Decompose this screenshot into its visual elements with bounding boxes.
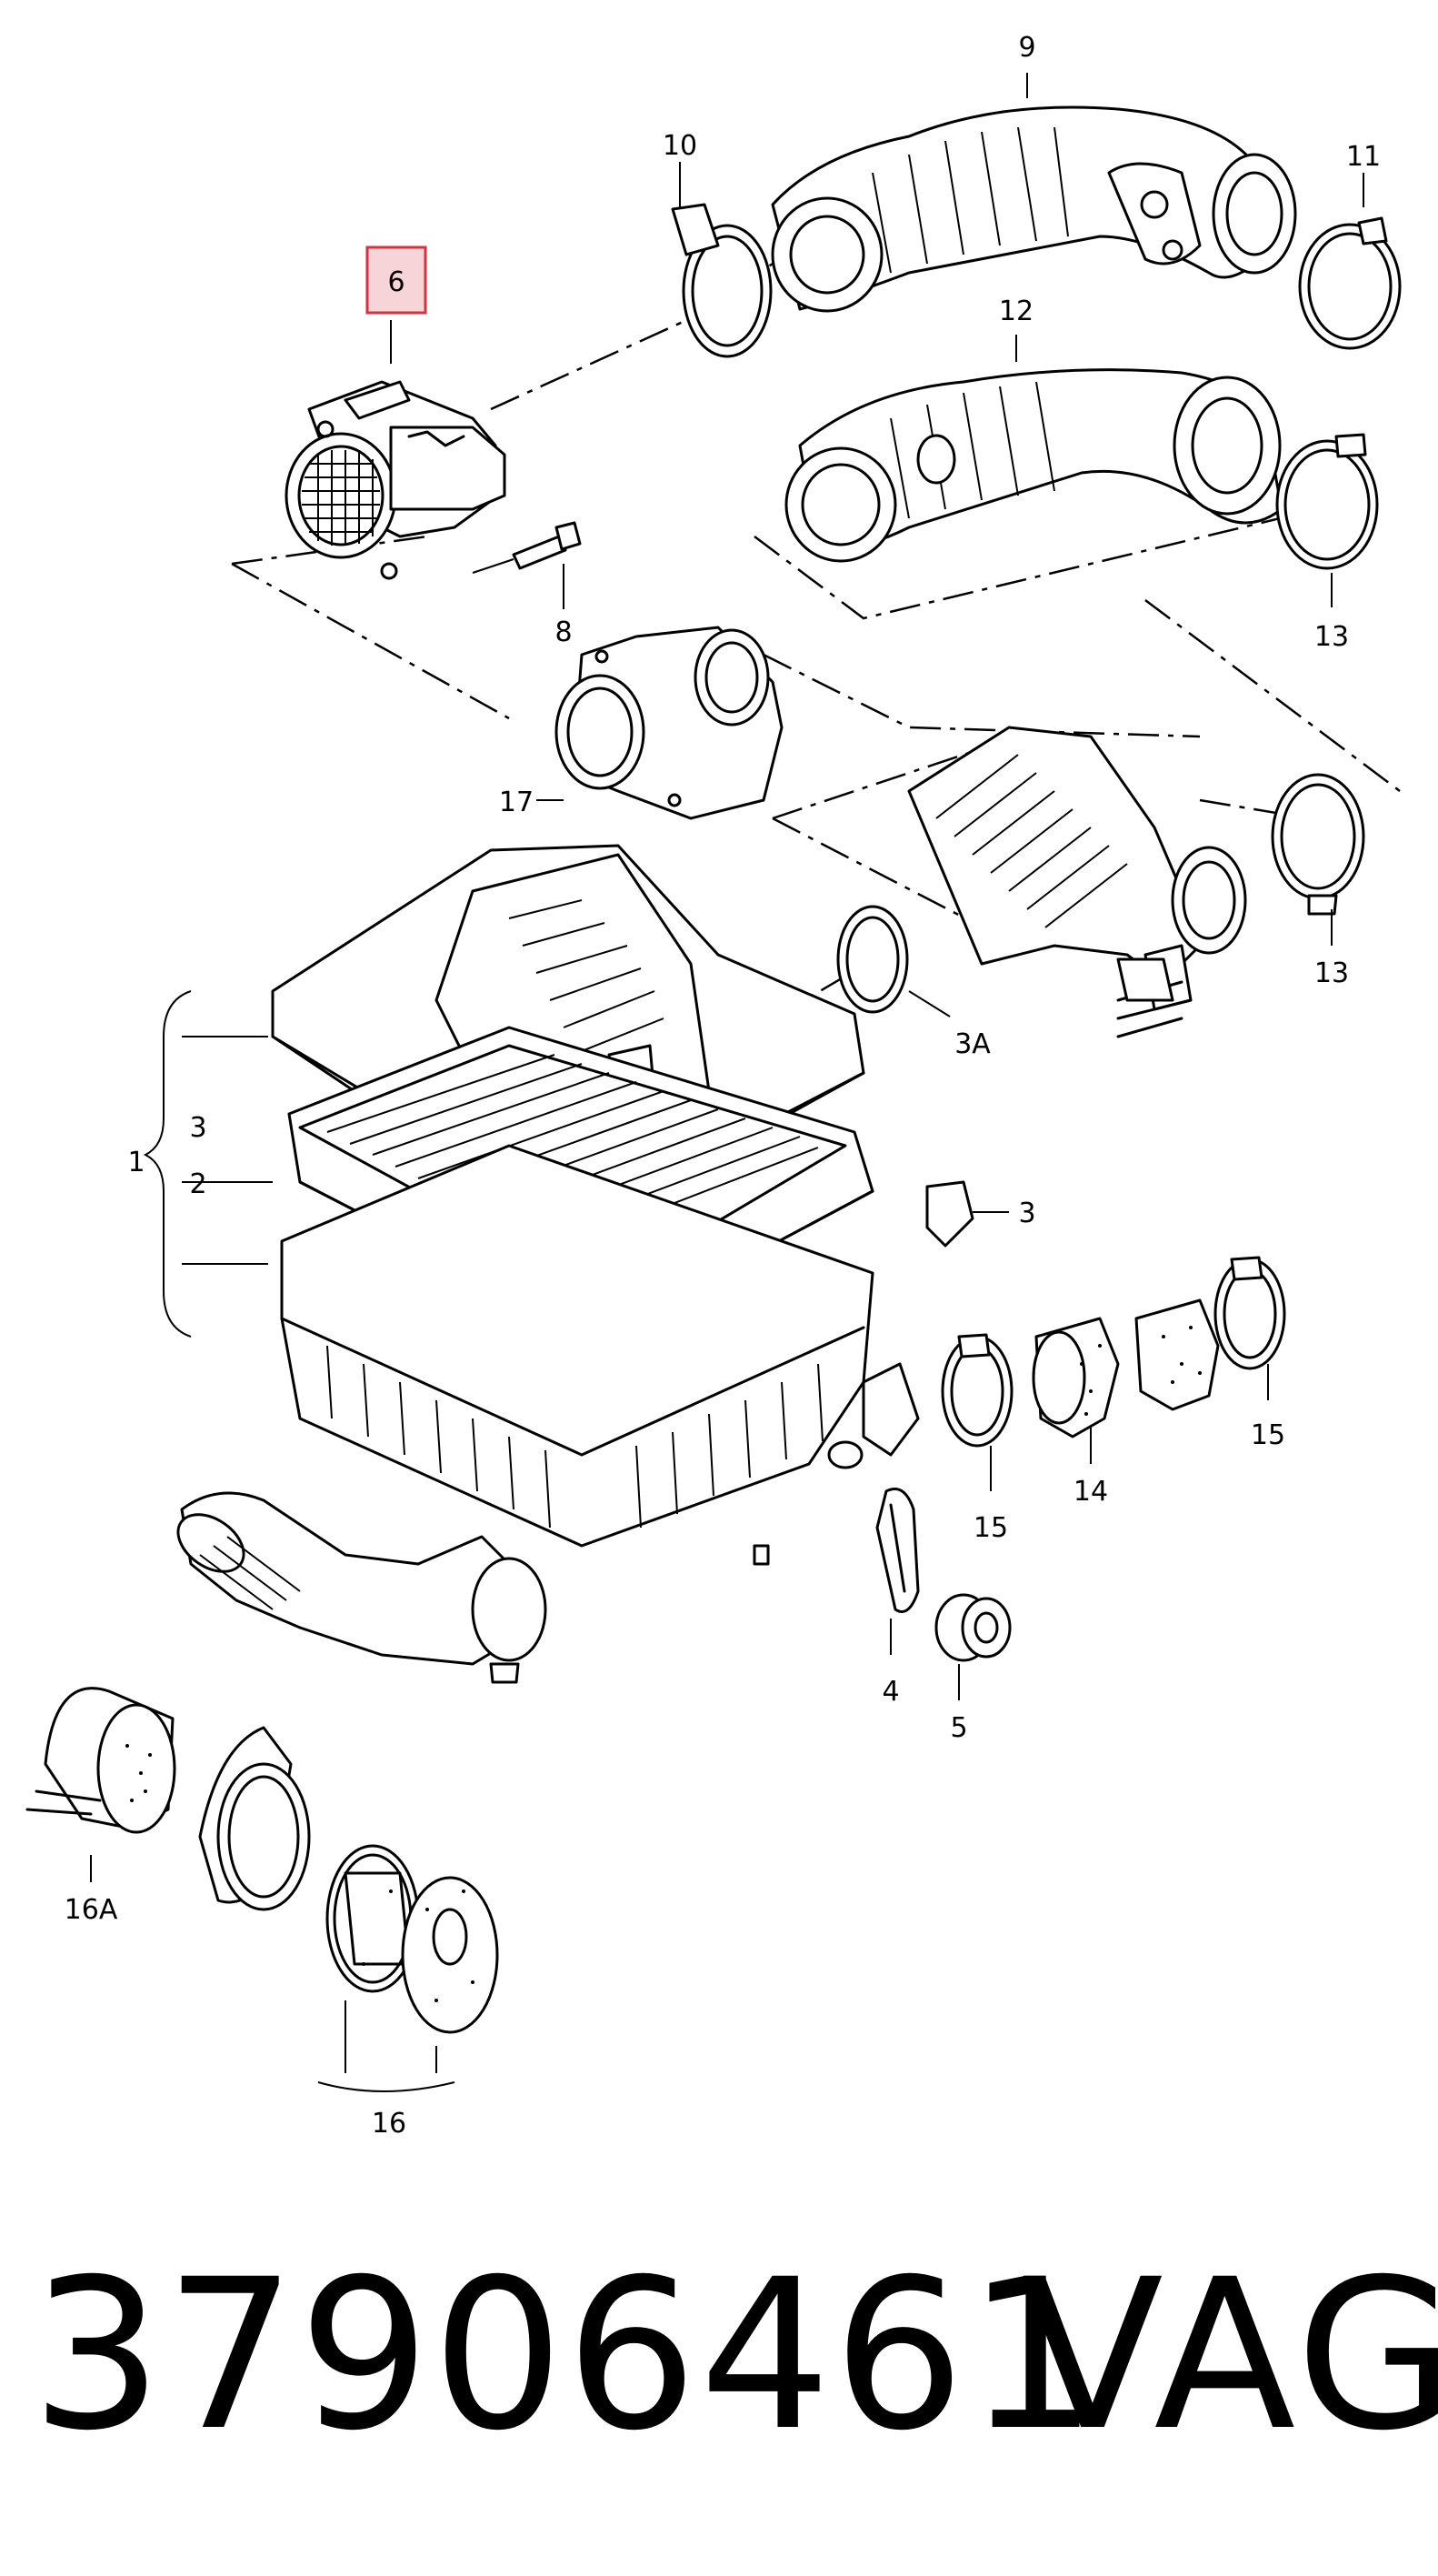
highlight-box <box>365 246 427 315</box>
callout-17[interactable]: 17 <box>499 787 534 818</box>
callout-5[interactable]: 5 <box>950 1712 967 1744</box>
hose-clamp-part-10 <box>671 203 773 358</box>
callout-15-right[interactable]: 15 <box>1251 1419 1285 1451</box>
mesh-screen-icon <box>302 450 380 546</box>
intake-adapter-part-17 <box>554 626 784 820</box>
lower-intake-duct <box>176 1491 547 1684</box>
intake-hose-middle <box>907 726 1247 1038</box>
callout-6[interactable]: 6 <box>387 266 404 298</box>
callout-labels: 6 8 9 10 11 12 13 13 17 3A 1 3 2 3 15 14… <box>65 32 1381 2140</box>
callout-15-left[interactable]: 15 <box>974 1512 1008 1544</box>
callout-9[interactable]: 9 <box>1018 32 1035 64</box>
callout-16A[interactable]: 16A <box>65 1894 118 1926</box>
callout-2[interactable]: 2 <box>189 1168 206 1200</box>
air-filter-housing-lower <box>280 1144 920 1566</box>
callout-14[interactable]: 14 <box>1074 1476 1108 1508</box>
part-number: 37906461 <box>31 2234 1101 2476</box>
rubber-mount-part-5 <box>934 1593 1012 1662</box>
callout-1[interactable]: 1 <box>127 1147 145 1178</box>
callout-10[interactable]: 10 <box>663 130 697 162</box>
callout-13-lower[interactable]: 13 <box>1314 957 1349 989</box>
callout-3A[interactable]: 3A <box>954 1028 991 1060</box>
intake-hose-part-9 <box>771 105 1297 313</box>
callout-3-clip[interactable]: 3 <box>1018 1198 1035 1229</box>
hose-clamp-part-13-lower <box>1271 773 1365 916</box>
resonator-part-16A <box>25 1687 176 1834</box>
seal-screen-part-16 <box>198 1726 499 2034</box>
footer: 37906461 VAG <box>0 2219 1438 2491</box>
bolt-part-8 <box>472 521 582 574</box>
parts-diagram: 6 8 9 10 11 12 13 13 17 3A 1 3 2 3 15 14… <box>25 32 1402 2140</box>
gasket-part-4 <box>875 1488 920 1613</box>
intake-hose-part-12 <box>784 368 1283 563</box>
seal-ring-part-3A <box>836 905 909 1014</box>
callout-11[interactable]: 11 <box>1346 141 1381 173</box>
hose-clamp-part-15-left <box>941 1333 1014 1448</box>
air-mass-meter-part-6 <box>285 380 506 580</box>
callout-3-bracket[interactable]: 3 <box>189 1112 206 1144</box>
callout-8[interactable]: 8 <box>554 616 572 648</box>
callout-13-upper[interactable]: 13 <box>1314 621 1349 653</box>
foam-sleeve-part-14 <box>1032 1298 1220 1438</box>
hose-clamp-part-11 <box>1298 216 1402 350</box>
hose-clamp-part-13-upper <box>1275 433 1379 570</box>
clip-part-3 <box>925 1180 974 1248</box>
callout-16[interactable]: 16 <box>372 2108 406 2140</box>
brand-name: VAG <box>1022 2234 1438 2476</box>
leader-lines <box>90 73 1364 2092</box>
callout-12[interactable]: 12 <box>999 296 1034 327</box>
callout-4[interactable]: 4 <box>882 1676 899 1708</box>
hose-clamp-part-15-right <box>1213 1256 1286 1370</box>
